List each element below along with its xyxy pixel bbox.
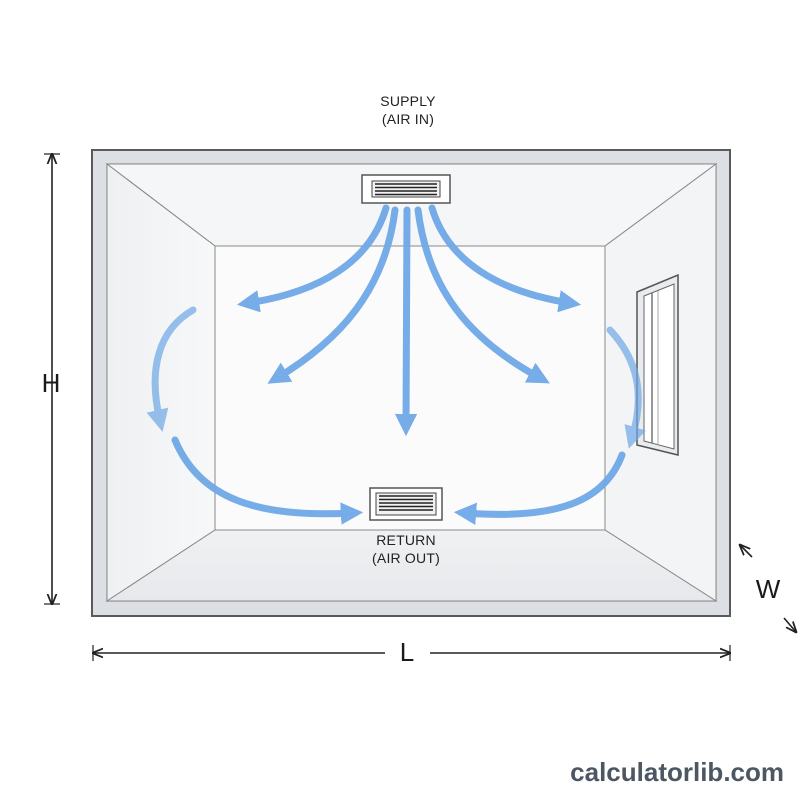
supply-label-line2: (AIR IN) xyxy=(381,111,435,127)
airflow-arrow-icon xyxy=(606,326,646,449)
supply-vent-icon xyxy=(361,174,451,204)
return-vent-icon xyxy=(369,487,443,521)
height-dimension xyxy=(44,154,60,604)
airflow-arrows xyxy=(146,204,646,525)
airflow-arrow-icon xyxy=(146,306,197,432)
airflow-arrow-icon xyxy=(267,206,399,384)
return-label: RETURN (AIR OUT) xyxy=(348,531,464,567)
brand-watermark: calculatorlib.com xyxy=(570,757,784,787)
width-dimension xyxy=(740,545,796,632)
return-label-line1: RETURN xyxy=(376,532,436,548)
height-label: H xyxy=(41,368,61,398)
length-dimension xyxy=(93,645,730,661)
width-label: W xyxy=(755,574,781,604)
return-label-line2: (AIR OUT) xyxy=(372,550,440,566)
airflow-arrow-icon xyxy=(428,204,582,313)
airflow-arrow-icon xyxy=(394,206,418,437)
airflow-arrow-icon xyxy=(171,436,364,525)
supply-label: SUPPLY (AIR IN) xyxy=(350,92,466,128)
supply-label-line1: SUPPLY xyxy=(380,93,436,109)
length-label: L xyxy=(399,637,415,667)
airflow-arrow-icon xyxy=(453,451,626,525)
airflow-arrow-icon xyxy=(414,206,550,384)
airflow-arrow-icon xyxy=(236,204,390,313)
window-icon xyxy=(636,273,679,456)
